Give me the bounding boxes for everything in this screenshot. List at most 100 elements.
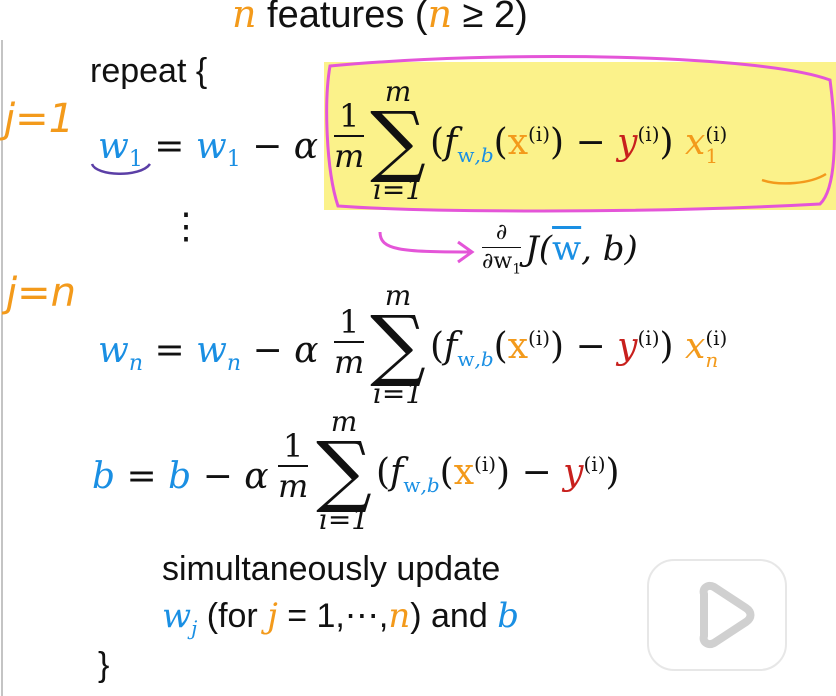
- pink-ellipse: [325, 55, 836, 213]
- eq1-sum-top: m: [384, 75, 412, 108]
- eq1-left: w1 = w1 − α: [98, 126, 318, 172]
- sigma-icon: ∑: [370, 96, 426, 186]
- eq2-xj: x: [685, 326, 706, 367]
- deriv-w: w: [552, 229, 582, 270]
- eq1-rhs-sub: 1: [226, 147, 241, 173]
- eq1-y-sup: (i): [637, 122, 660, 146]
- eq1-summation: m ∑ i=1: [368, 78, 428, 204]
- vertical-dots: ⋮: [168, 206, 204, 247]
- eq1-body: (fw,b(x(i)) − y(i)) x(i)1: [430, 122, 728, 168]
- eq2-x: x: [507, 326, 529, 367]
- highlight-box: [324, 62, 836, 210]
- eq3-sum-bottom: i=1: [318, 503, 370, 537]
- eq2-x-sup: (i): [528, 326, 551, 350]
- simul-and: ) and: [410, 597, 498, 635]
- eq3-frac-num: 1: [282, 427, 304, 465]
- purple-underline: [90, 163, 152, 175]
- eq2-sum-bottom: i=1: [372, 377, 424, 411]
- eq2-xj-sup: (i): [705, 326, 728, 350]
- simul-w: w: [162, 596, 192, 636]
- eq1-lhs-sub: 1: [128, 147, 143, 173]
- simul-b: b: [497, 596, 519, 636]
- eq2-fsub-b: ,b: [474, 347, 494, 372]
- eq2-y: y: [617, 326, 638, 367]
- eq2-f: f: [444, 326, 458, 367]
- eq1-fsub-w: w: [457, 143, 475, 168]
- header-ge2: ≥ 2): [452, 0, 528, 36]
- deriv-num: ∂: [495, 220, 508, 245]
- eq3-left: b = b − α: [92, 456, 269, 497]
- simul-w-sub: j: [191, 615, 198, 640]
- eq1-xj-sub: 1: [705, 144, 719, 168]
- eq1-minus: −: [564, 122, 618, 163]
- eq3-x-sup: (i): [474, 452, 497, 476]
- header-features: features (: [256, 0, 428, 36]
- eq3-rhs: b: [168, 456, 192, 497]
- deriv-den-sub: 1: [512, 261, 522, 278]
- eq3-y-sup: (i): [583, 452, 606, 476]
- eq2-y-sup: (i): [637, 326, 660, 350]
- eq3-body: (fw,b(x(i)) − y(i)): [376, 452, 620, 498]
- eq3-frac-den: m: [278, 467, 309, 505]
- simul-j: j: [267, 596, 278, 636]
- simul-range: = 1,⋯,: [277, 597, 389, 635]
- eq3-sum-top: m: [330, 405, 358, 438]
- eq2-lhs-sub: n: [128, 351, 143, 377]
- annot-jn: j=n: [6, 270, 76, 316]
- eq1-fsub-b: ,b: [474, 143, 494, 168]
- eq1-rhs-w: w: [195, 126, 227, 167]
- eq3-y: y: [563, 452, 584, 493]
- pink-arrowhead: [457, 240, 475, 264]
- eq1-equals: =: [142, 126, 196, 167]
- eq2-lhs: w: [98, 330, 129, 371]
- eq2-frac-num: 1: [338, 303, 360, 341]
- eq2-summation: m ∑ i=1: [368, 282, 428, 408]
- eq1-xj: x: [685, 122, 706, 163]
- eq3-x: x: [453, 452, 475, 493]
- eq3-summation: m ∑ i=1: [314, 408, 374, 534]
- eq2-minus: −: [564, 326, 618, 367]
- close-brace: }: [98, 646, 110, 684]
- eq1-xj-sup: (i): [705, 122, 728, 146]
- simul-n: n: [388, 596, 411, 636]
- simul-line2: wj (for j = 1,⋯,n) and b: [162, 596, 519, 640]
- eq1-y: y: [617, 122, 638, 163]
- eq2-fsub-w: w: [457, 347, 475, 372]
- eq1-sum-bottom: i=1: [372, 173, 424, 207]
- orange-underline: [761, 172, 827, 185]
- eq1-minus-alpha: − α: [240, 126, 319, 167]
- header-n: n: [232, 0, 257, 36]
- deriv-den: ∂w: [482, 249, 513, 274]
- eq2-body: (fw,b(x(i)) − y(i)) x(i)n: [430, 326, 728, 372]
- eq1-frac-den: m: [334, 137, 365, 175]
- eq3-fsub-b: ,b: [420, 473, 440, 498]
- eq1-x: x: [507, 122, 529, 163]
- eq2-rhs-w: w: [196, 330, 227, 371]
- eq3-lhs: b: [92, 456, 116, 497]
- eq2-sum-top: m: [384, 279, 412, 312]
- eq2-equals: =: [143, 330, 197, 371]
- eq2-frac-den: m: [334, 343, 365, 381]
- eq3-minus: −: [510, 452, 564, 493]
- eq3-minus-alpha: − α: [191, 456, 269, 497]
- eq1-f: f: [444, 122, 458, 163]
- eq1-x-sup: (i): [528, 122, 551, 146]
- repeat-label: repeat {: [90, 52, 208, 90]
- deriv-J: J(: [525, 229, 553, 270]
- eq2-rhs-sub: n: [226, 351, 242, 377]
- eq3-equals: =: [115, 456, 169, 497]
- simul-for: (for: [197, 597, 268, 635]
- header-n2: n: [427, 0, 453, 36]
- header-title: n features (n ≥ 2): [232, 0, 528, 37]
- eq1-lhs: w: [98, 126, 129, 167]
- eq2-xj-sub: n: [705, 348, 719, 372]
- eq3-f: f: [390, 452, 404, 493]
- deriv-b: , b): [581, 229, 638, 270]
- sigma-icon: ∑: [370, 300, 426, 390]
- simul-line1: simultaneously update: [162, 550, 501, 588]
- sigma-icon: ∑: [316, 426, 372, 516]
- play-button-icon[interactable]: [642, 524, 792, 674]
